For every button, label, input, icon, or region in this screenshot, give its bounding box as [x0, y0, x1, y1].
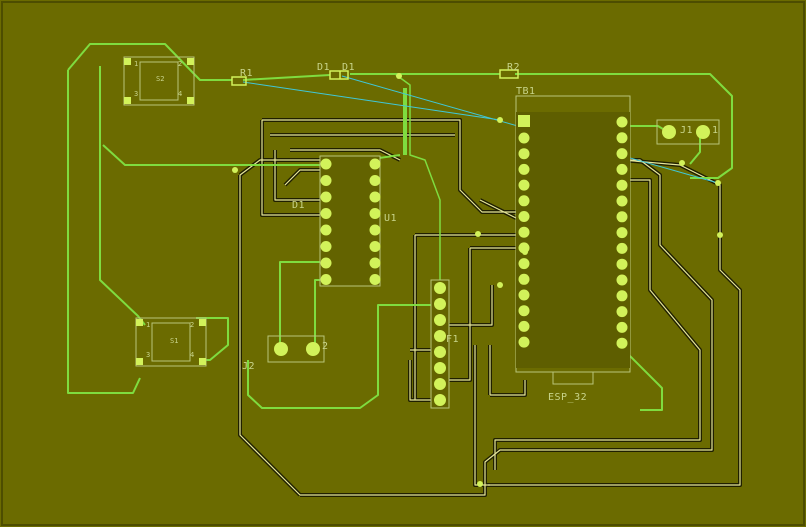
- r1-ref-label: R1: [240, 68, 253, 79]
- f1-pad-3: [434, 314, 446, 326]
- f1-pad-2: [434, 298, 446, 310]
- s2-ref-label: S2: [156, 75, 164, 83]
- tb1-pads-right: [616, 116, 628, 349]
- tb1-right-pad-4: [616, 163, 628, 175]
- s2-pin3-label: 3: [134, 90, 138, 98]
- tb1-ref-label: TB1: [516, 86, 536, 97]
- u1-left-pad-4: [320, 208, 332, 219]
- tb1-right-pad-3: [616, 148, 628, 160]
- switch-s1[interactable]: S1 1 2 3 4: [135, 317, 207, 367]
- tb1-right-pad-10: [616, 258, 628, 270]
- tb1-left-pad-2: [518, 148, 530, 160]
- u1-right-pad-6: [369, 241, 381, 252]
- connector-j2[interactable]: 2 J2: [242, 335, 329, 372]
- f1-pad-1: [434, 282, 446, 294]
- tb1-left-pad-14: [518, 336, 530, 348]
- f1-pad-6: [434, 362, 446, 374]
- tb1-right-pad-7: [616, 211, 628, 223]
- tb1-left-pad-3: [518, 163, 530, 175]
- vias: [232, 73, 723, 487]
- u1-left-pad-2: [320, 175, 332, 186]
- tb1-right-pad-14: [616, 321, 628, 333]
- tb1-value-label: ESP_32: [548, 392, 587, 403]
- u1-right-pad-8: [369, 274, 381, 285]
- u1-left-pad-7: [320, 257, 332, 269]
- tb1-left-pad-9: [518, 258, 530, 270]
- tb1-left-pad-13: [518, 320, 530, 332]
- j1-ref-label: J1: [680, 125, 693, 136]
- u1-right-pad-4: [369, 208, 381, 219]
- tb1-left-pad-12: [518, 305, 530, 317]
- u1-left-pad-5: [320, 224, 332, 236]
- tb1-left-pad-10: [518, 273, 530, 285]
- tb1-right-pad-6: [616, 195, 628, 207]
- s1-pin4-label: 4: [190, 351, 194, 359]
- u1-ref-label: U1: [384, 213, 397, 224]
- u1-left-pad-6: [320, 241, 332, 252]
- tb1-left-pad-6: [518, 211, 530, 222]
- switch-s2[interactable]: S2 1 2 3 4: [123, 56, 195, 106]
- d1-ref2-label: D1: [342, 62, 355, 73]
- s1-pin3-label: 3: [146, 351, 150, 359]
- header-f1[interactable]: F1: [430, 279, 459, 409]
- u1-right-pad-5: [369, 224, 381, 236]
- f1-pad-4: [434, 330, 446, 342]
- tb1-right-pad-12: [616, 290, 628, 302]
- tb1-left-pad-7: [518, 226, 530, 238]
- module-tb1-esp32[interactable]: TB1 ESP_32: [515, 86, 631, 403]
- d1-ref-label: D1: [317, 62, 330, 73]
- u1-right-pad-7: [369, 257, 381, 269]
- u1-side-label: D1: [292, 200, 305, 211]
- u1-pads-right: [369, 158, 381, 285]
- f1-pad-7: [434, 378, 446, 390]
- s1-pin1-label: 1: [146, 321, 150, 329]
- diode-d1[interactable]: D1 D1: [317, 62, 355, 80]
- s2-pin4-label: 4: [178, 90, 182, 98]
- tb1-pads-left: [518, 132, 530, 348]
- f1-pad-8: [434, 394, 446, 406]
- tb1-right-pad-8: [616, 227, 628, 239]
- j2-ref-label: J2: [242, 361, 255, 372]
- resistor-r1[interactable]: R1: [231, 68, 253, 86]
- j1-suffix-label: 1: [712, 125, 719, 136]
- tb1-left-pad-1: [518, 132, 530, 144]
- ic-u1[interactable]: U1 D1: [292, 155, 397, 287]
- tb1-right-pad-2: [616, 132, 628, 144]
- s2-pin2-label: 2: [178, 60, 182, 68]
- u1-right-pad-2: [369, 175, 381, 186]
- f1-pad-5: [434, 346, 446, 358]
- tb1-left-pad-11: [518, 289, 530, 301]
- s1-ref-label: S1: [170, 337, 178, 345]
- tb1-right-pad-9: [616, 242, 628, 254]
- u1-left-pad-3: [320, 191, 332, 203]
- tb1-right-pad-13: [616, 306, 628, 318]
- u1-left-pad-1: [320, 158, 332, 170]
- f1-pads: [434, 282, 446, 406]
- resistor-r2[interactable]: R2: [499, 62, 520, 79]
- tb1-left-pad-4: [518, 179, 530, 191]
- u1-right-pad-1: [369, 158, 381, 170]
- tb1-right-pad-11: [616, 274, 628, 286]
- u1-pads-left: [320, 158, 332, 285]
- u1-right-pad-3: [369, 191, 381, 203]
- tb1-right-pad-15: [616, 337, 628, 349]
- f1-ref-label: F1: [446, 334, 459, 345]
- r2-ref-label: R2: [507, 62, 520, 73]
- j2-pin-label: 2: [322, 341, 329, 352]
- tb1-right-pad-1: [616, 116, 628, 128]
- tb1-right-pad-5: [616, 179, 628, 191]
- u1-left-pad-8: [320, 274, 332, 285]
- s1-pin2-label: 2: [190, 321, 194, 329]
- connector-j1[interactable]: J1 1: [656, 119, 720, 145]
- tb1-left-pad-5: [518, 195, 530, 207]
- s2-pin1-label: 1: [134, 60, 138, 68]
